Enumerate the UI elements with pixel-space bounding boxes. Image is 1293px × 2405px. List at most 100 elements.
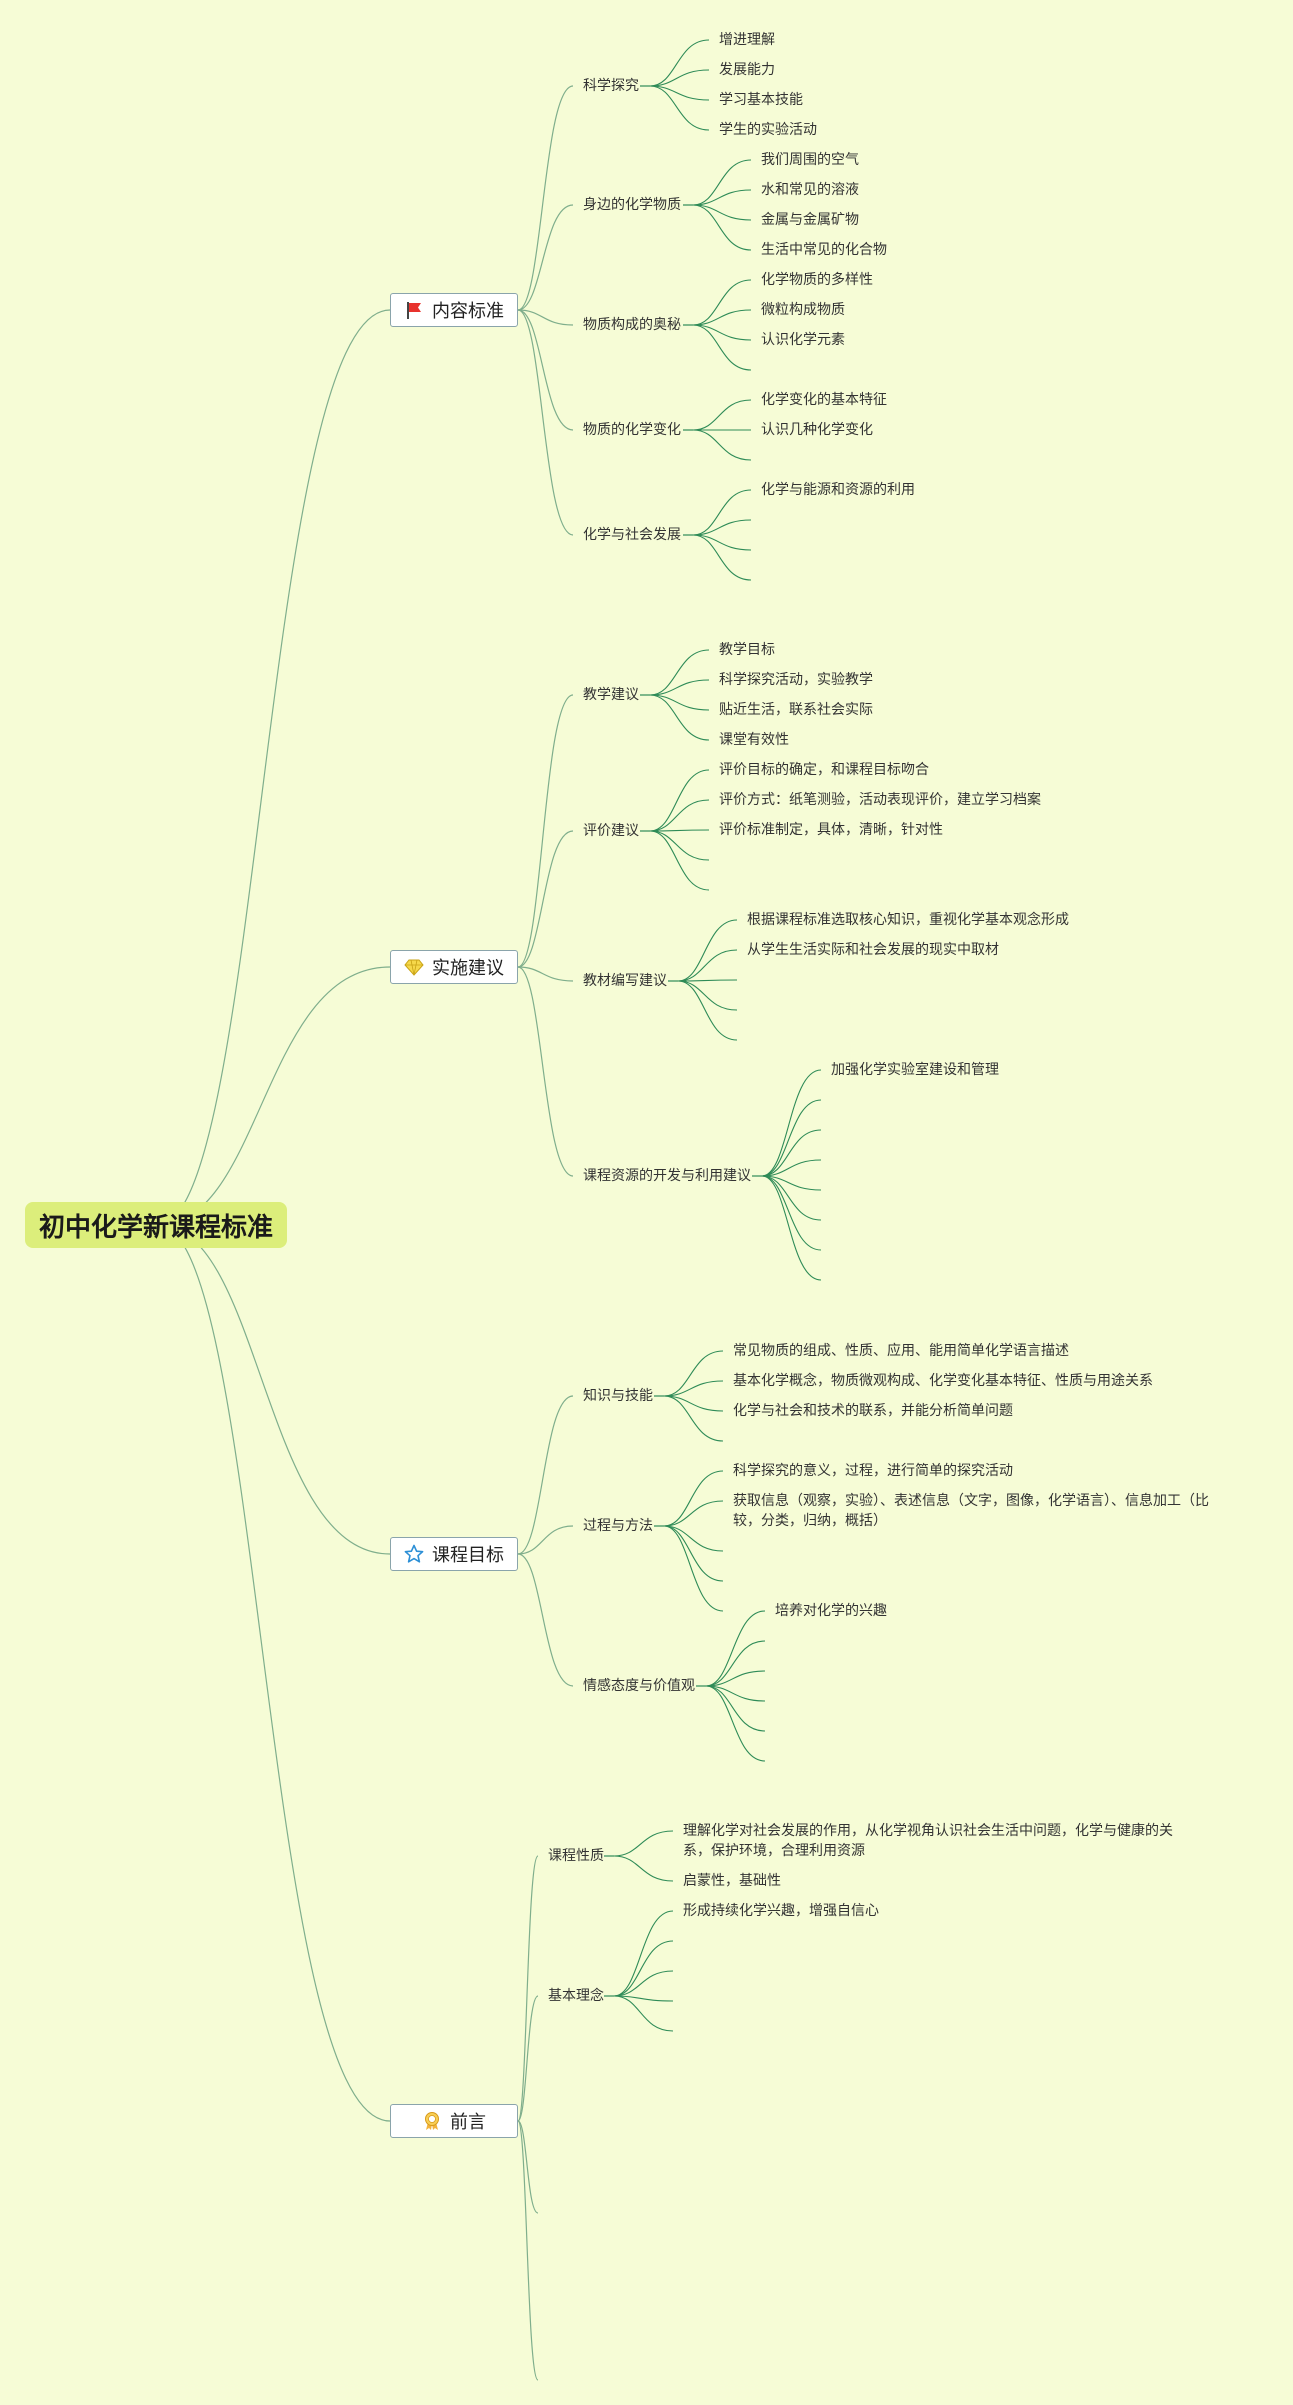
leaf-topic[interactable]: 认识几种化学变化: [761, 422, 873, 438]
leaf-topic[interactable]: 生活中常见的化合物: [761, 242, 887, 258]
subtopic[interactable]: 物质的化学变化: [583, 422, 681, 438]
subtopic[interactable]: 知识与技能: [583, 1388, 653, 1404]
leaf-connector: [692, 534, 752, 551]
leaf-connector: [649, 799, 710, 832]
leaf-connector: [761, 1175, 822, 1251]
leaf-topic[interactable]: 科学探究的意义，过程，进行简单的探究活动: [733, 1463, 1013, 1479]
leaf-topic[interactable]: 评价目标的确定，和课程目标吻合: [719, 762, 929, 778]
leaf-topic[interactable]: 化学变化的基本特征: [761, 392, 887, 408]
leaf-connector: [663, 1470, 724, 1527]
leaf-topic[interactable]: 理解化学对社会发展的作用，从化学视角认识社会生活中问题，化学与健康的关系，保护环…: [683, 1823, 1173, 1859]
leaf-topic[interactable]: 根据课程标准选取核心知识，重视化学基本观念形成: [747, 912, 1069, 928]
branch-connector: [517, 1553, 574, 1687]
leaf-topic[interactable]: 发展能力: [719, 62, 775, 78]
leaf-topic[interactable]: 培养对化学的兴趣: [775, 1603, 887, 1619]
branch-connector: [517, 85, 574, 311]
subtopic[interactable]: 化学与社会发展: [583, 527, 681, 543]
leaf-connector: [663, 1525, 724, 1552]
leaf-topic[interactable]: 启蒙性，基础性: [683, 1873, 781, 1889]
leaf-topic[interactable]: 评价标准制定，具体，清晰，针对性: [719, 822, 943, 838]
branch-connector: [517, 694, 574, 968]
subtopic[interactable]: 课程资源的开发与利用建议: [583, 1168, 751, 1184]
leaf-topic[interactable]: 化学物质的多样性: [761, 272, 873, 288]
leaf-connector: [663, 1380, 724, 1397]
leaf-topic[interactable]: 微粒构成物质: [761, 302, 845, 318]
leaf-connector: [613, 1940, 674, 1997]
leaf-connector: [692, 489, 752, 536]
leaf-connector: [705, 1685, 766, 1762]
leaf-connector: [692, 279, 752, 326]
branch-connector: [517, 309, 574, 326]
leaf-connector: [663, 1500, 724, 1527]
diamond-icon: [404, 957, 424, 977]
branch-connector: [517, 1855, 539, 2122]
leaf-connector: [649, 769, 710, 832]
leaf-topic[interactable]: 贴近生活，联系社会实际: [719, 702, 873, 718]
leaf-connector: [761, 1099, 822, 1177]
leaf-connector: [663, 1395, 724, 1442]
subtopic[interactable]: 基本理念: [548, 1988, 604, 2004]
leaf-connector: [649, 694, 710, 711]
branch-implementation-advice[interactable]: 实施建议: [390, 950, 518, 984]
leaf-connector: [692, 429, 752, 461]
branch-content-standards[interactable]: 内容标准: [390, 293, 518, 327]
leaf-topic[interactable]: 学习基本技能: [719, 92, 803, 108]
leaf-connector: [692, 324, 752, 371]
leaf-connector: [613, 1970, 674, 1997]
branch-label: 实施建议: [432, 958, 504, 979]
leaf-topic[interactable]: 获取信息（观察，实验）、表述信息（文字，图像，化学语言）、信息加工（比较，分类，…: [733, 1493, 1209, 1529]
leaf-connector: [692, 324, 752, 341]
award-ribbon-icon: [422, 2111, 442, 2131]
leaf-connector: [613, 1995, 674, 2002]
leaf-connector: [692, 159, 752, 206]
leaf-connector: [649, 85, 710, 101]
leaf-topic[interactable]: 科学探究活动，实验教学: [719, 672, 873, 688]
leaf-connector: [649, 694, 710, 741]
branch-course-goals[interactable]: 课程目标: [390, 1537, 518, 1571]
leaf-topic[interactable]: 化学与能源和资源的利用: [761, 482, 915, 498]
subtopic[interactable]: 评价建议: [583, 823, 639, 839]
leaf-topic[interactable]: 从学生生活实际和社会发展的现实中取材: [747, 942, 999, 958]
subtopic[interactable]: 教学建议: [583, 687, 639, 703]
star-icon: [404, 1544, 424, 1564]
leaf-connector: [663, 1350, 724, 1397]
leaf-connector: [663, 1525, 724, 1582]
leaf-connector: [649, 69, 710, 87]
leaf-connector: [677, 949, 738, 982]
leaf-topic[interactable]: 教学目标: [719, 642, 775, 658]
branch-connector: [517, 309, 574, 431]
subtopic[interactable]: 课程性质: [548, 1848, 604, 1864]
branch-label: 课程目标: [432, 1545, 504, 1566]
leaf-topic[interactable]: 认识化学元素: [761, 332, 845, 348]
leaf-topic[interactable]: 水和常见的溶液: [761, 182, 859, 198]
subtopic[interactable]: 情感态度与价值观: [583, 1678, 695, 1694]
leaf-connector: [705, 1670, 766, 1687]
leaf-topic[interactable]: 基本化学概念，物质微观构成、化学变化基本特征、性质与用途关系: [733, 1373, 1153, 1389]
leaf-topic[interactable]: 化学与社会和技术的联系，并能分析简单问题: [733, 1403, 1013, 1419]
subtopic[interactable]: 教材编写建议: [583, 973, 667, 989]
leaf-topic[interactable]: 形成持续化学兴趣，增强自信心: [683, 1903, 879, 1919]
leaf-connector: [663, 1395, 724, 1412]
branch-preface[interactable]: 前言: [390, 2104, 518, 2138]
branch-connector: [517, 966, 574, 982]
branch-connector: [517, 1395, 574, 1555]
leaf-connector: [761, 1069, 822, 1177]
subtopic[interactable]: 身边的化学物质: [583, 197, 681, 213]
leaf-topic[interactable]: 评价方式：纸笔测验，活动表现评价，建立学习档案: [719, 792, 1041, 808]
leaf-topic[interactable]: 常见物质的组成、性质、应用、能用简单化学语言描述: [733, 1343, 1069, 1359]
root-topic[interactable]: 初中化学新课程标准: [25, 1202, 287, 1248]
leaf-connector: [761, 1175, 822, 1281]
subtopic[interactable]: 科学探究: [583, 78, 639, 94]
leaf-topic[interactable]: 学生的实验活动: [719, 122, 817, 138]
leaf-topic[interactable]: 加强化学实验室建设和管理: [831, 1062, 999, 1078]
leaf-topic[interactable]: 课堂有效性: [719, 732, 789, 748]
branch-label: 内容标准: [432, 301, 504, 322]
subtopic[interactable]: 过程与方法: [583, 1518, 653, 1534]
leaf-topic[interactable]: 金属与金属矿物: [761, 212, 859, 228]
root-connector: [157, 309, 391, 1226]
leaf-topic[interactable]: 增进理解: [719, 32, 775, 48]
leaf-connector: [705, 1610, 766, 1687]
leaf-topic[interactable]: 我们周围的空气: [761, 152, 859, 168]
subtopic[interactable]: 物质构成的奥秘: [583, 317, 681, 333]
